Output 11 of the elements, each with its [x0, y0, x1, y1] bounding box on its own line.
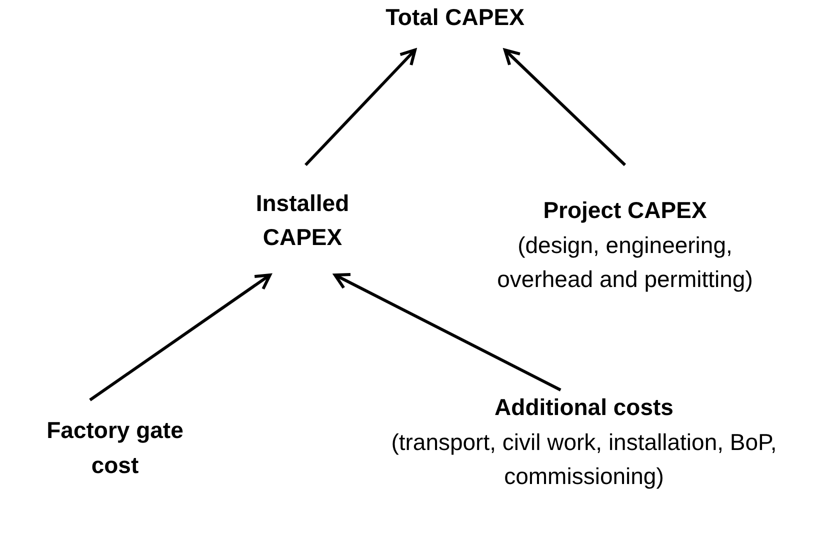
- arrow: [334, 272, 562, 392]
- node-title: Total CAPEX: [386, 3, 524, 32]
- node-title: Installed CAPEX: [254, 188, 350, 252]
- node-title: Additional costs: [494, 393, 674, 422]
- arrow: [89, 274, 272, 402]
- arrow: [504, 48, 626, 166]
- node-description: (transport, civil work, installation, BoP, commissioning): [390, 428, 778, 491]
- node-description: (design, engineering, overhead and permitting): [496, 230, 754, 294]
- arrow: [304, 48, 416, 166]
- node-title: Factory gate cost: [46, 416, 184, 480]
- node-title: Project CAPEX: [543, 196, 707, 226]
